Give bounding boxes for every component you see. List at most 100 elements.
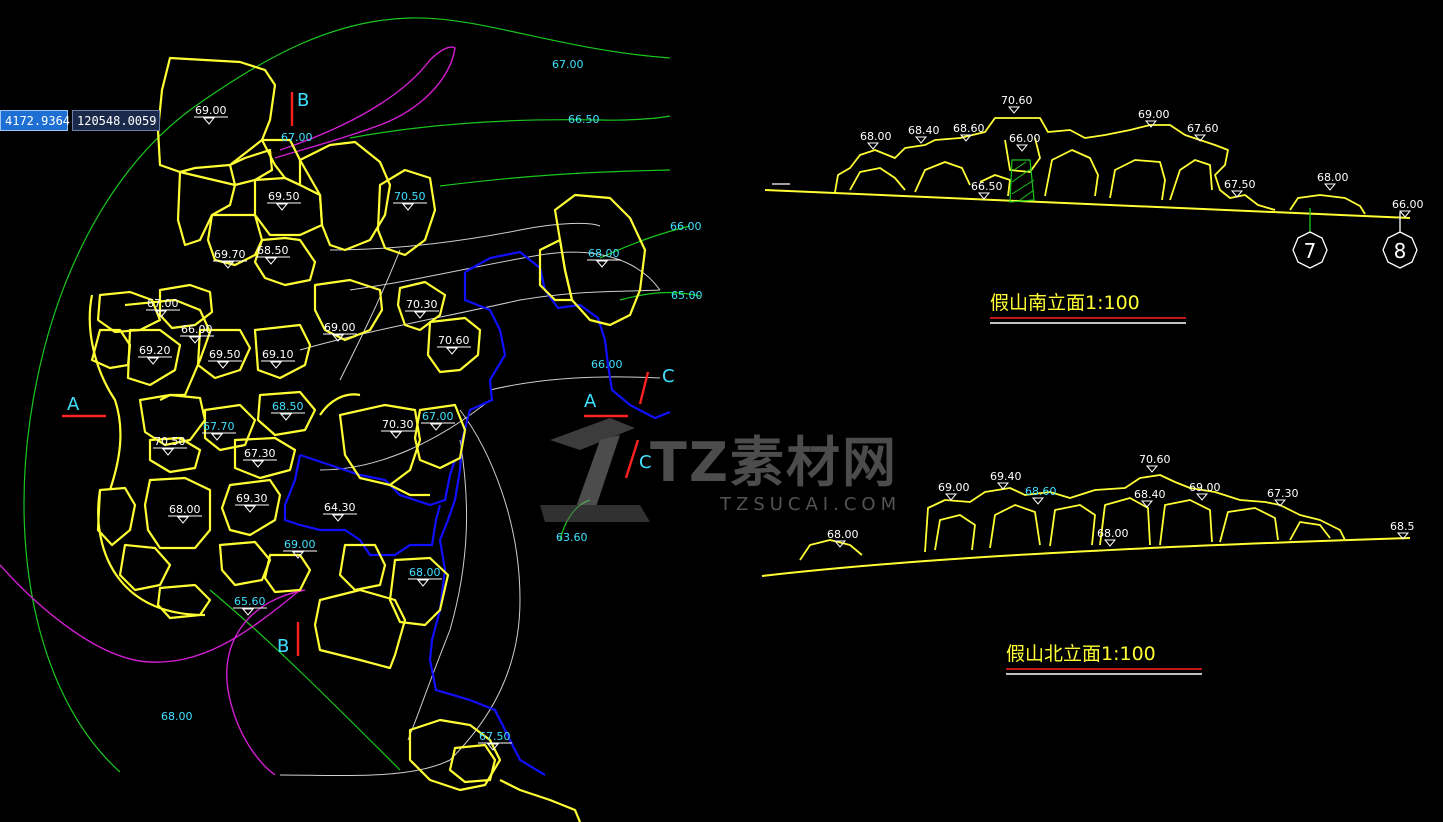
- elevation-triangle-icon: [1193, 134, 1207, 142]
- elevation-value: 70.50: [394, 190, 426, 203]
- elevation-triangle-icon: [996, 482, 1010, 490]
- contour-elevation: 65.00: [671, 289, 703, 302]
- elevation-triangle-icon: [1140, 500, 1154, 508]
- elevation-triangle-icon: [1015, 144, 1029, 152]
- grid-marker-7: 7: [1304, 239, 1317, 263]
- path-lines: [279, 222, 661, 777]
- elevation-triangle-icon: [959, 134, 973, 142]
- elevation-value: 64.30: [324, 501, 356, 514]
- elevation-label: 69.00: [283, 538, 317, 559]
- elevation-value: 69.50: [268, 190, 300, 203]
- elevation-triangle-icon: [1007, 106, 1021, 114]
- south-label: 68.40: [908, 124, 940, 137]
- section-letter: A: [67, 394, 80, 415]
- elevation-value: 70.30: [382, 418, 414, 431]
- north-elevation-title: 假山北立面1:100: [1006, 643, 1156, 665]
- elevation-label: 69.30: [235, 492, 269, 513]
- coordinate-y-field[interactable]: 120548.0059: [72, 110, 160, 131]
- north-label: 68.60: [1025, 485, 1057, 498]
- elevation-triangle-icon: [251, 460, 265, 468]
- elevation-triangle-icon: [1031, 497, 1045, 505]
- elevation-label: 69.20: [138, 344, 172, 365]
- elevation-label: 67.00: [146, 297, 180, 318]
- elevation-value: 68.50: [257, 244, 289, 257]
- elevation-value: 69.50: [209, 348, 241, 361]
- north-label: 69.00: [938, 481, 970, 494]
- grid-markers: [1292, 208, 1418, 269]
- elevation-value: 70.60: [438, 334, 470, 347]
- elevation-triangle-icon: [486, 743, 500, 751]
- elevation-triangle-icon: [154, 310, 168, 318]
- elevation-triangle-icon: [188, 336, 202, 344]
- elevation-value: 69.20: [139, 344, 171, 357]
- elevation-label: 67.30: [243, 447, 277, 468]
- grid-marker-labels: 7 8: [1304, 239, 1407, 263]
- elevation-triangle-icon: [1230, 190, 1244, 198]
- elevation-label: 68.00: [408, 566, 442, 587]
- elevation-value: 68.00: [409, 566, 441, 579]
- south-elevation-drawing: [764, 117, 1411, 219]
- elevation-triangle-icon: [595, 260, 609, 268]
- contour-elevation: 68.00: [161, 710, 193, 723]
- water-edge: [283, 250, 671, 776]
- elevation-triangle-icon: [216, 361, 230, 369]
- elevation-label: 69.50: [267, 190, 301, 211]
- north-label: 68.00: [1097, 527, 1129, 540]
- elevation-triangle-icon: [866, 142, 880, 150]
- south-label: 68.00: [1317, 171, 1349, 184]
- elevation-label: 66.00: [180, 323, 214, 344]
- elevation-triangle-icon: [1273, 499, 1287, 507]
- elevation-value: 67.00: [422, 410, 454, 423]
- elevation-label: 70.30: [381, 418, 415, 439]
- elevation-value: 68.00: [169, 503, 201, 516]
- elevation-triangle-icon: [944, 493, 958, 501]
- elevation-value: 69.00: [324, 321, 356, 334]
- elevation-label: 69.00: [323, 321, 357, 342]
- coordinate-x-field[interactable]: 4172.9364: [0, 110, 70, 131]
- elevation-triangle-icon: [275, 203, 289, 211]
- title-underlines: [990, 317, 1202, 675]
- north-label: 69.40: [990, 470, 1022, 483]
- section-letter: B: [297, 90, 309, 111]
- south-label: 68.00: [860, 130, 892, 143]
- elevation-label: 67.70: [202, 420, 236, 441]
- elevation-label: 70.50: [393, 190, 427, 211]
- south-label: 67.60: [1187, 122, 1219, 135]
- elevation-triangle-icon: [833, 540, 847, 548]
- elevation-value: 67.50: [479, 730, 511, 743]
- elevation-value: 69.00: [284, 538, 316, 551]
- elevation-triangle-icon: [1396, 532, 1410, 540]
- elevation-label: 67.00: [421, 410, 455, 431]
- terrain-contours: [23, 17, 701, 773]
- south-label: 68.60: [953, 122, 985, 135]
- elevation-triangle-icon: [269, 361, 283, 369]
- grid-marker-8: 8: [1394, 239, 1407, 263]
- contour-elevation: 63.60: [556, 531, 588, 544]
- elevation-triangle-icon: [977, 192, 991, 200]
- north-label: 69.00: [1189, 481, 1221, 494]
- elevation-value: 68.00: [588, 247, 620, 260]
- elevation-value: 69.70: [214, 248, 246, 261]
- elevation-value: 68.50: [272, 400, 304, 413]
- elevation-triangle-icon: [243, 505, 257, 513]
- contour-elevation: 67.00: [281, 131, 313, 144]
- elevation-label: 64.30: [323, 501, 357, 522]
- south-elevation-title: 假山南立面1:100: [990, 292, 1140, 314]
- elevation-triangle-icon: [914, 136, 928, 144]
- elevation-triangle-icon: [210, 433, 224, 441]
- section-letter: B: [277, 636, 289, 657]
- magenta-contours: [0, 46, 456, 776]
- elevation-label: 69.10: [261, 348, 295, 369]
- contour-elevation: 67.00: [552, 58, 584, 71]
- elevation-label: 69.00: [194, 104, 228, 125]
- elevation-label: 67.50: [478, 730, 512, 751]
- elevation-triangle-icon: [1398, 210, 1412, 218]
- elevation-label: 70.60: [437, 334, 471, 355]
- section-letter: C: [662, 366, 675, 387]
- south-label: 70.60: [1001, 94, 1033, 107]
- elevation-triangle-icon: [416, 579, 430, 587]
- elevation-value: 67.30: [244, 447, 276, 460]
